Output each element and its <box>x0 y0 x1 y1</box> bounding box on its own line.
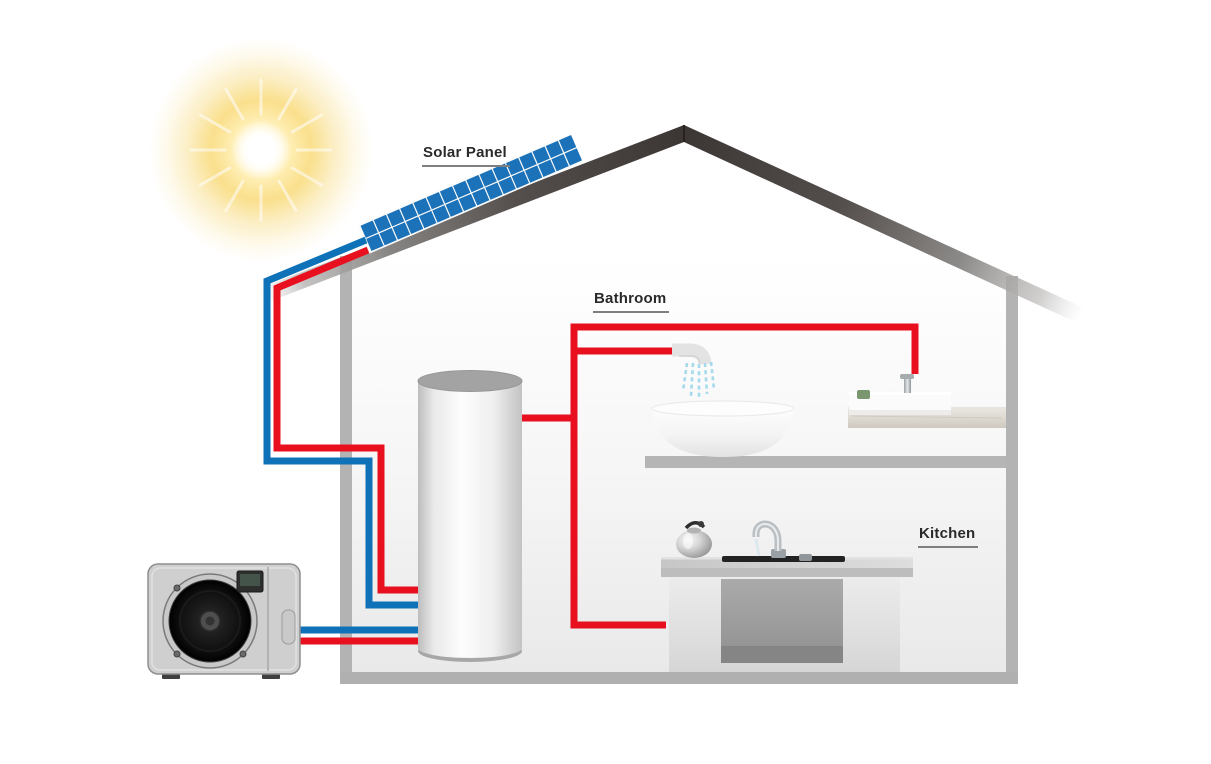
cold-pipe-solar-loop <box>263 236 421 609</box>
roof-right-slope <box>684 125 1084 326</box>
cold-water-pipes <box>263 236 421 634</box>
sink-faucet <box>904 378 911 393</box>
shower-water-droplets <box>681 361 716 397</box>
fan-ring-inner <box>190 601 230 641</box>
heat-pump-panel-line <box>151 567 297 671</box>
kettle-knob <box>698 521 704 527</box>
tank-bottom <box>418 638 522 658</box>
heat-pump-handle <box>281 609 296 645</box>
sink-bottom-shade <box>849 410 951 415</box>
bathroom <box>651 343 1006 457</box>
solar-panel-label: Solar Panel <box>422 144 510 167</box>
hot-pipe-solar-loop <box>273 246 421 594</box>
tank-top-rim <box>417 370 523 392</box>
soap-bar <box>857 390 870 399</box>
kitchen <box>661 520 913 672</box>
kettle-shine <box>683 533 693 549</box>
hot-pipe-distribution <box>570 323 919 629</box>
shower-head-shade <box>679 355 701 364</box>
counter-streak <box>851 415 1003 419</box>
bathroom-sink <box>849 392 951 415</box>
kitchen-sink-knob <box>799 554 812 561</box>
kitchen-sink <box>722 556 845 562</box>
cabinet-opening-shadow <box>721 646 843 663</box>
roof-left-slope <box>258 125 684 306</box>
bathtub <box>652 403 794 457</box>
countertop-edge <box>661 568 913 577</box>
heat-pump <box>147 563 301 679</box>
kettle <box>676 530 712 558</box>
roof <box>258 125 1084 326</box>
sink-top-highlight <box>849 392 951 395</box>
fan-hub-center <box>205 616 215 626</box>
kettle-lid <box>687 527 701 534</box>
water-tank <box>417 370 523 662</box>
kitchen-faucet-highlight <box>755 523 779 551</box>
fan-ring-outer <box>179 590 241 652</box>
shower-head <box>672 343 712 365</box>
kitchen-label: Kitchen <box>918 525 979 548</box>
sun-rays <box>189 78 333 222</box>
floor <box>340 672 1018 684</box>
solar-panel-cells <box>360 135 582 252</box>
faucet-water-stream <box>754 538 761 557</box>
right-wall <box>1006 276 1018 672</box>
bathroom-floor-shelf <box>645 456 1006 468</box>
hot-water-pipes <box>273 246 919 645</box>
sink-faucet-spout <box>900 374 914 379</box>
solar-panel <box>356 132 583 254</box>
tank-body <box>418 380 522 648</box>
heat-pump-display-screen <box>240 574 260 586</box>
bathtub-rim <box>651 400 795 417</box>
bathroom-label: Bathroom <box>593 290 670 313</box>
kitchen-faucet-base <box>771 549 786 558</box>
sun <box>149 38 373 262</box>
